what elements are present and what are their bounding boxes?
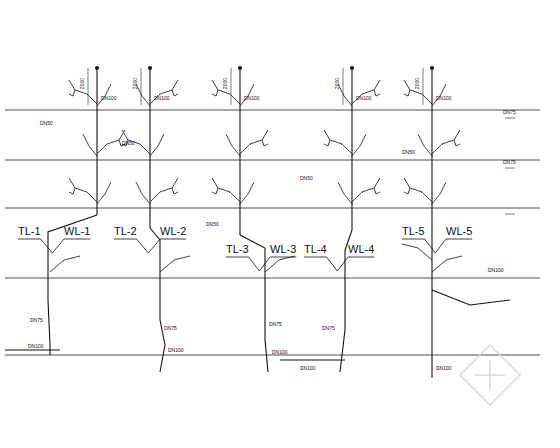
branch-pipe [240,84,254,106]
tag-bracket [18,239,90,253]
pipe-size: DN100 [356,96,372,101]
label-brackets [18,239,472,271]
branch-pipe [432,256,462,272]
branch-pipe [136,182,150,204]
pipe-size: DN100 [101,96,117,101]
dimension-ticks [88,68,515,214]
pipe-size: DN100 [168,348,184,353]
trap-fitting [324,140,330,146]
pipe-size: DN100 [154,96,170,101]
dimension: 2000 [133,78,138,89]
branch-pipe [240,182,254,204]
branch-pipe [402,244,432,260]
pipe-size: DN75 [164,326,177,331]
trap-fitting [212,188,218,194]
pipe-size: DN100 [436,96,452,101]
trap-fitting [262,140,268,146]
tag-bracket [226,257,296,271]
branch-pipes [50,80,462,272]
vent-caps [95,66,434,70]
branch-pipe [265,256,295,272]
pipe-size: DN75 [322,326,335,331]
pipe-size: DN100 [300,366,316,371]
trap-fitting [374,188,380,194]
trap-fitting [374,90,380,96]
branch-pipe [352,80,380,104]
trap-fitting [404,188,410,194]
pipe-size: DN75 [503,160,516,165]
branch-pipe [83,134,97,156]
dimension: 2000 [223,78,228,89]
branch-pipe [136,84,150,106]
dimension: 2000 [80,78,85,89]
dimension: 2000 [415,78,420,89]
pipe-tag: WL-5 [446,226,472,237]
pipe-size: DN100 [28,344,44,349]
pipe-size: DN75 [503,110,516,115]
branch-pipe [240,130,268,154]
watermark-logo [460,345,520,405]
branch-pipe [150,80,178,104]
branch-pipe [69,178,97,202]
branch-pipe [226,134,240,156]
trap-fitting [69,188,75,194]
tag-bracket [114,239,186,253]
branch-pipe [432,130,460,154]
trap-fitting [172,90,178,96]
pipe-size: DN100 [436,366,452,371]
pipe-size: DN50 [206,222,219,227]
trap-fitting [454,140,460,146]
pipe-size: DN50 [40,121,53,126]
branch-pipe [352,178,380,202]
pipe-tag: WL-4 [348,244,374,255]
branch-pipe [432,84,446,106]
pipe-size: DN75 [269,322,282,327]
branch-pipe [150,178,178,202]
pipe-tag: TL-4 [304,244,327,255]
branch-pipe [150,134,164,156]
pipe-tag: TL-1 [18,226,41,237]
branch-pipe [338,84,352,106]
branch-pipe [324,130,352,154]
pipe-tag: TL-5 [402,226,425,237]
branch-pipe [212,178,240,202]
pipe-size: DN50 [402,150,415,155]
dimension: 2000 [335,78,340,89]
branch-pipe [338,182,352,204]
pipe-tag: WL-2 [160,226,186,237]
tag-bracket [402,239,472,253]
pipe-size: DN100 [488,268,504,273]
pipe-size: DN100 [244,96,260,101]
pipe-tag: TL-3 [226,244,249,255]
branch-pipe [122,130,150,154]
branch-pipe [404,178,432,202]
branch-pipe [97,182,111,204]
floor-lines [5,110,540,355]
pipe-size: DN50 [300,176,313,181]
pipe-size: DN100 [272,350,288,355]
riser-pipes [5,70,510,378]
trap-fitting [69,90,75,96]
branch-pipe [418,134,432,156]
branch-pipe [352,134,366,156]
branch-pipe [97,130,125,154]
trap-fitting [212,90,218,96]
pipe-tag: WL-1 [64,226,90,237]
pipe-size: DN50 [122,141,135,146]
branch-pipe [50,256,80,272]
pipe-size: DN75 [30,318,43,323]
trap-fitting [404,90,410,96]
branch-pipe [160,256,190,272]
pipe-tag: TL-2 [114,226,137,237]
tag-bracket [304,257,374,271]
trap-fitting [172,188,178,194]
branch-pipe [432,182,446,204]
pipe-tag: WL-3 [270,244,296,255]
branch-pipe [97,84,111,106]
